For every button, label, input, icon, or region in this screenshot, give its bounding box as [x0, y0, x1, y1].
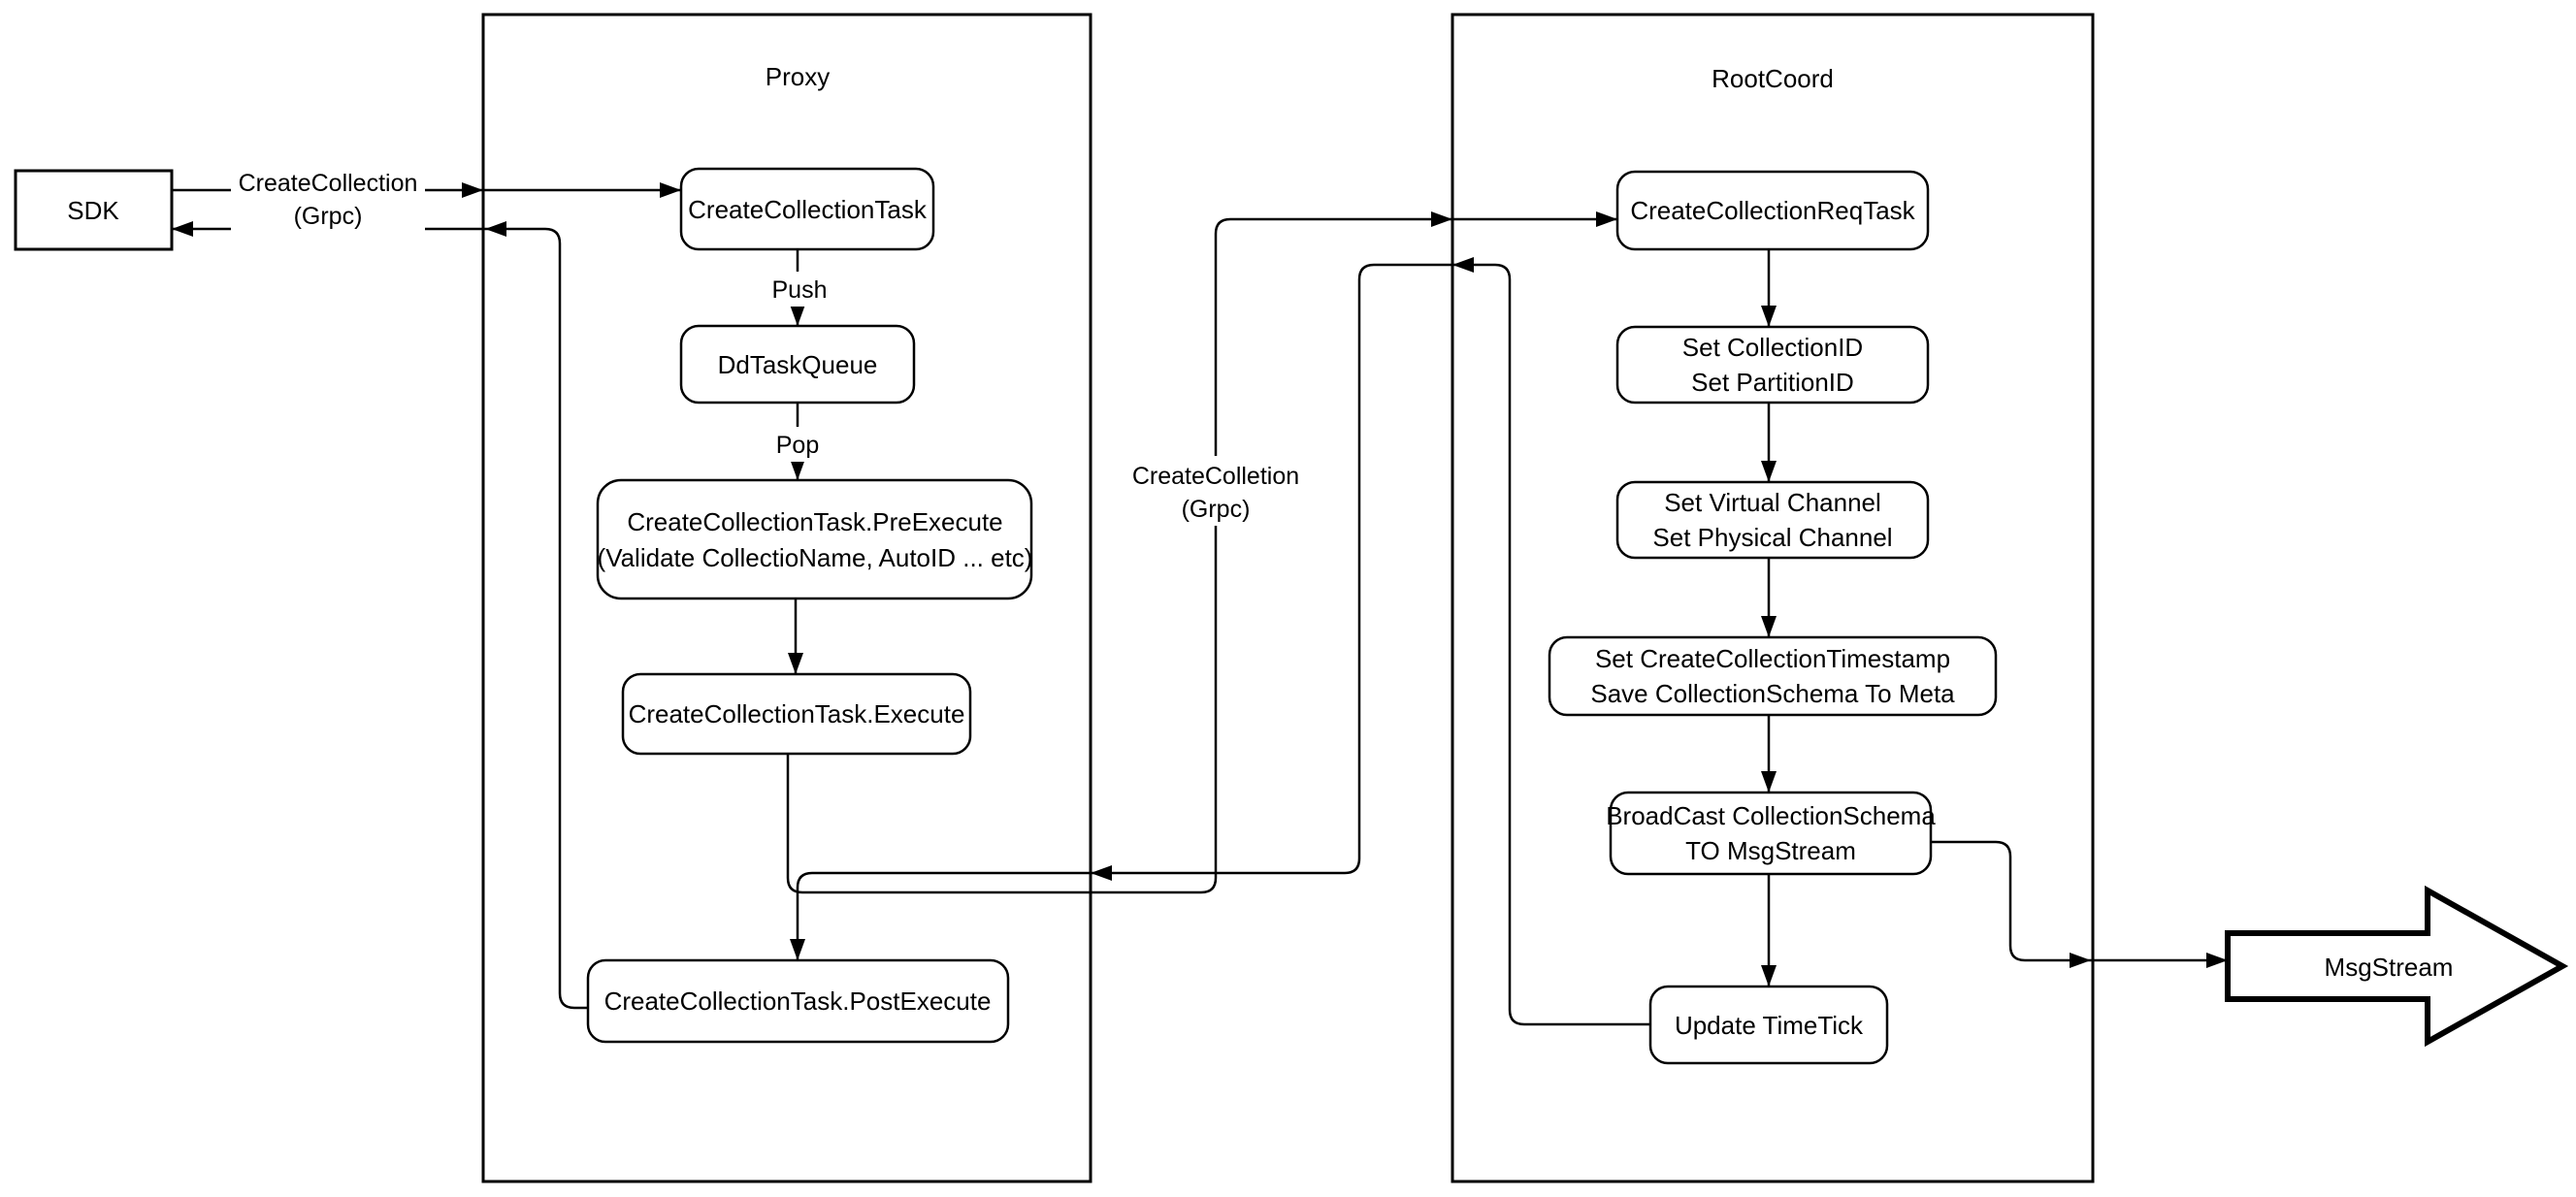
edge-label-create-colletion-grpc-line2: (Grpc) [1182, 496, 1251, 523]
edge-label-create-collection-grpc-line2: (Grpc) [294, 203, 363, 230]
node-create-collection-req-task-label: CreateCollectionReqTask [1630, 196, 1915, 225]
node-update-timetick-label: Update TimeTick [1675, 1011, 1864, 1040]
rootcoord-title: RootCoord [1712, 64, 1834, 93]
node-pre-execute [596, 478, 1033, 600]
node-sdk [14, 169, 174, 251]
node-set-create-collection-timestamp [1548, 635, 1998, 717]
edge-update-timetick-to-post-execute [790, 263, 1650, 1026]
msgstream-arrow [2225, 885, 2569, 1048]
edge-label-create-collection-grpc-line1: CreateCollection [239, 170, 418, 197]
edge-label-create-colletion-grpc-line1: CreateColletion [1132, 463, 1299, 490]
edge-label-push: Push [763, 272, 836, 307]
arrowhead [2070, 953, 2091, 968]
edge-execute-to-req-task [786, 211, 1617, 894]
node-create-collection-task-label: CreateCollectionTask [688, 195, 928, 224]
node-post-execute [586, 958, 1010, 1044]
edge-label-pop-text: Pop [776, 432, 819, 459]
msgstream-label: MsgStream [2325, 953, 2454, 982]
arrowhead [1091, 865, 1112, 881]
node-execute-label: CreateCollectionTask.Execute [629, 699, 965, 728]
node-broadcast-collection-schema-label-line2: TO MsgStream [1685, 836, 1856, 865]
container-proxy [481, 13, 1092, 1183]
node-set-virtual-channel-label-line1: Set Virtual Channel [1664, 488, 1881, 517]
node-broadcast-collection-schema-label-line1: BroadCast CollectionSchema [1606, 801, 1936, 830]
edge-post-execute-to-sdk [172, 221, 588, 1010]
node-update-timetick [1648, 985, 1889, 1065]
node-set-collection-id [1615, 325, 1930, 404]
edge-label-create-colletion-grpc: CreateColletion (Grpc) [1114, 456, 1318, 526]
node-create-collection-req-task [1615, 170, 1930, 251]
node-set-create-collection-timestamp-label-line2: Save CollectionSchema To Meta [1590, 679, 1955, 708]
node-set-collection-id-label-line2: Set PartitionID [1691, 368, 1854, 397]
arrowhead [1452, 257, 1474, 273]
node-post-execute-label: CreateCollectionTask.PostExecute [604, 987, 992, 1016]
node-broadcast-collection-schema [1609, 791, 1933, 876]
node-sdk-label: SDK [67, 196, 119, 225]
node-set-virtual-channel [1615, 480, 1930, 560]
arrowhead [485, 221, 506, 237]
node-execute [621, 672, 972, 756]
edge-label-pop: Pop [768, 427, 829, 462]
arrowhead [462, 182, 483, 198]
node-pre-execute-label-line1: CreateCollectionTask.PreExecute [627, 507, 1002, 536]
node-pre-execute-label-line2: (Validate CollectioName, AutoID ... etc) [598, 543, 1033, 572]
node-dd-task-queue [679, 324, 916, 404]
node-set-virtual-channel-label-line2: Set Physical Channel [1652, 523, 1892, 552]
proxy-title: Proxy [766, 62, 830, 91]
container-rootcoord [1451, 13, 2095, 1183]
node-set-collection-id-label-line1: Set CollectionID [1682, 333, 1863, 362]
node-create-collection-task [679, 167, 935, 251]
arrowhead [1431, 211, 1452, 227]
edge-label-push-text: Push [772, 276, 828, 304]
edge-label-create-collection-grpc: CreateCollection (Grpc) [231, 163, 425, 233]
edge-broadcast-to-msgstream [1931, 840, 2228, 968]
node-dd-task-queue-label: DdTaskQueue [718, 350, 878, 379]
node-set-create-collection-timestamp-label-line1: Set CreateCollectionTimestamp [1595, 644, 1950, 673]
